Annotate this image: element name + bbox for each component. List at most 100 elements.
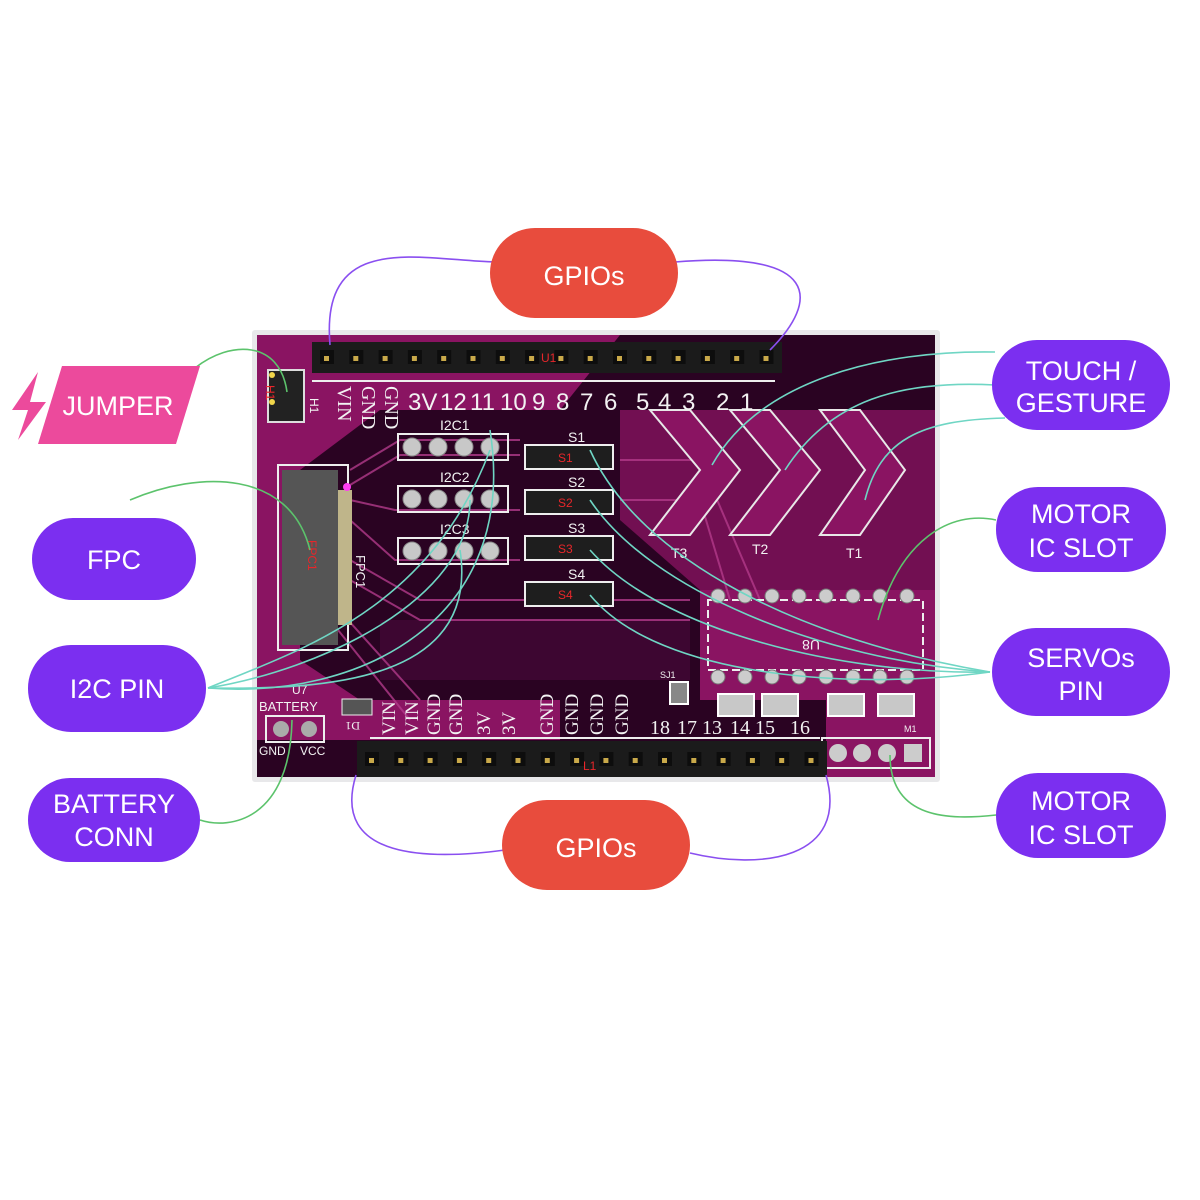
h1-ref: H1 — [263, 385, 277, 401]
callout-touch-gesture: TOUCH / GESTURE — [992, 340, 1170, 430]
top-pin-label: 10 — [500, 389, 527, 416]
sj1-label: SJ1 — [660, 670, 676, 680]
bottom-pin-label: VIN — [402, 701, 423, 735]
i2c-label: I2C2 — [440, 469, 470, 485]
top-pin-label: 11 — [470, 389, 495, 416]
bottom-pin-label: 3V — [474, 712, 495, 736]
switch-label: S4 — [568, 566, 585, 582]
i2c-header: I2C1 — [397, 417, 509, 461]
fpc1-ref: FPC1 — [305, 540, 319, 571]
bottom-pin-number: 13 — [702, 717, 722, 739]
top-pin-label: 3V — [408, 389, 437, 416]
switch-ref: S4 — [558, 588, 573, 602]
svg-text:IC SLOT: IC SLOT — [1028, 820, 1133, 850]
top-pin-label: 12 — [440, 389, 467, 416]
callout-gpios-bottom: GPIOs — [502, 800, 690, 890]
u8-label: U8 — [802, 637, 820, 653]
top-pin-label: 3 — [682, 389, 695, 416]
svg-text:GPIOs: GPIOs — [555, 833, 636, 863]
svg-text:GPIOs: GPIOs — [543, 261, 624, 291]
svg-text:MOTOR: MOTOR — [1031, 499, 1131, 529]
bottom-pin-number: 14 — [730, 717, 750, 739]
svg-text:SERVOs: SERVOs — [1027, 643, 1135, 673]
l1-ref: L1 — [583, 759, 597, 773]
top-pin-label: 2 — [716, 389, 729, 416]
bottom-pin-label: GND — [562, 694, 583, 735]
svg-text:BATTERY: BATTERY — [53, 789, 175, 819]
i2c-header: I2C2 — [397, 469, 509, 513]
switch-label: S3 — [568, 520, 585, 536]
callout-motor-ic-slot-2: MOTOR IC SLOT — [996, 773, 1166, 858]
callout-motor-ic-slot-1: MOTOR IC SLOT — [996, 487, 1166, 572]
callout-fpc: FPC — [32, 518, 196, 600]
switch-ref: S2 — [558, 496, 573, 510]
vcc-label: VCC — [300, 744, 326, 758]
m1-label: M1 — [904, 724, 917, 734]
top-pin-label: GND — [380, 386, 402, 429]
bottom-pin-number: 18 — [650, 717, 670, 739]
callout-gpios-top: GPIOs — [490, 228, 678, 318]
switch-label: S1 — [568, 429, 585, 445]
bottom-pin-label: GND — [446, 694, 467, 735]
h1-jumper: H1 H1 — [263, 369, 321, 423]
top-gpio-header: U1 — [312, 342, 782, 382]
top-pin-label: VIN — [333, 386, 355, 422]
top-pin-label: 1 — [740, 389, 753, 416]
bottom-pin-number: 17 — [677, 717, 697, 739]
top-pin-label: GND — [357, 386, 379, 429]
bottom-pin-number: 15 — [755, 717, 775, 739]
switch-label: S2 — [568, 474, 585, 490]
t1-label: T1 — [846, 545, 863, 561]
bottom-pin-label: VIN — [379, 701, 400, 735]
gnd-label: GND — [259, 744, 286, 758]
top-pin-label: 8 — [556, 389, 569, 416]
top-pin-label: 4 — [658, 389, 671, 416]
switch-ref: S1 — [558, 451, 573, 465]
t2-label: T2 — [752, 541, 769, 557]
bottom-pin-label: GND — [612, 694, 633, 735]
switch-ref: S3 — [558, 542, 573, 556]
svg-text:JUMPER: JUMPER — [62, 391, 173, 421]
svg-text:GESTURE: GESTURE — [1016, 388, 1147, 418]
svg-text:CONN: CONN — [74, 822, 154, 852]
callout-jumper: JUMPER — [12, 366, 200, 444]
callout-servos-pin: SERVOs PIN — [992, 628, 1170, 716]
top-pin-label: 6 — [604, 389, 617, 416]
svg-text:FPC: FPC — [87, 545, 141, 575]
h1-label: H1 — [307, 398, 321, 414]
svg-text:IC SLOT: IC SLOT — [1028, 533, 1133, 563]
i2c-label: I2C3 — [440, 521, 470, 537]
fpc-connector: FPC1 FPC1 — [277, 464, 368, 651]
d1-label: D1 — [345, 719, 360, 733]
bottom-pin-label: GND — [537, 694, 558, 735]
top-pin-label: 5 — [636, 389, 649, 416]
lightning-icon — [12, 372, 46, 440]
u8-motor-ic: U8 — [707, 588, 924, 685]
bottom-pin-label: 3V — [499, 712, 520, 736]
battery-label: BATTERY — [259, 699, 318, 714]
svg-text:PIN: PIN — [1058, 676, 1103, 706]
bottom-pin-number: 16 — [790, 717, 810, 739]
u1-ref: U1 — [541, 351, 557, 365]
svg-text:TOUCH /: TOUCH / — [1026, 356, 1137, 386]
connector-lines — [129, 256, 1006, 861]
top-pin-label: 7 — [580, 389, 593, 416]
i2c-header: I2C3 — [397, 521, 509, 565]
callout-battery-conn: BATTERY CONN — [28, 778, 200, 862]
callout-i2c-pin: I2C PIN — [28, 645, 206, 732]
bottom-gpio-header: L1 — [357, 737, 827, 777]
svg-text:I2C PIN: I2C PIN — [70, 674, 165, 704]
i2c-label: I2C1 — [440, 417, 470, 433]
fpc1-label: FPC1 — [353, 555, 368, 588]
top-pin-label: 9 — [532, 389, 545, 416]
svg-text:MOTOR: MOTOR — [1031, 786, 1131, 816]
bottom-pin-label: GND — [587, 694, 608, 735]
